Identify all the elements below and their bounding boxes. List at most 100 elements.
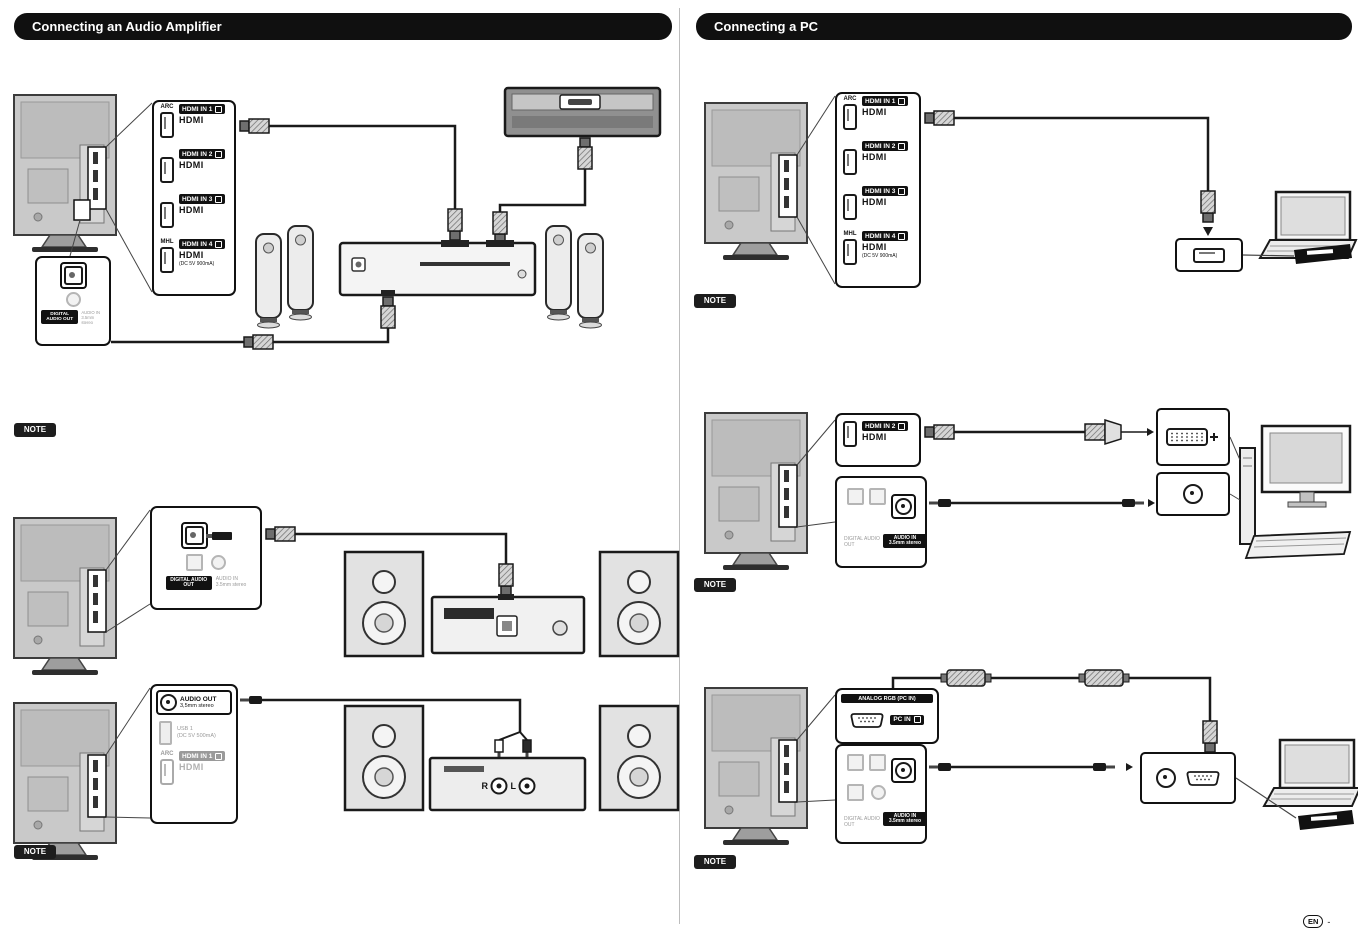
optical-cable-connector bbox=[243, 334, 274, 350]
plug-icon bbox=[898, 187, 906, 195]
plug-icon bbox=[215, 195, 223, 203]
optical-plug bbox=[498, 563, 514, 596]
diagram-pc-vga bbox=[704, 669, 1358, 846]
optical-port-highlight bbox=[59, 262, 87, 289]
port-icon bbox=[211, 555, 226, 570]
plug-icon bbox=[215, 150, 223, 158]
hdmi-in-3-port-icon bbox=[843, 194, 857, 220]
hdmi-logo: HDMI bbox=[862, 242, 887, 253]
hdmi-in-2-chip: HDMI IN 2 bbox=[862, 141, 909, 152]
digital-audio-out-chip: DIGITAL AUDIO OUT bbox=[41, 310, 79, 324]
note-badge: NOTE bbox=[694, 294, 736, 308]
hdmi-logo: HDMI bbox=[179, 250, 204, 261]
tv-audio-port-highlight bbox=[73, 199, 91, 221]
laptop-port-strip bbox=[1298, 810, 1354, 830]
plug-icon bbox=[898, 232, 906, 240]
hdmi-logo: HDMI bbox=[179, 115, 204, 126]
arc-label: ARC bbox=[160, 104, 174, 110]
amplifier-unit: R L bbox=[428, 756, 587, 812]
audio-cable bbox=[262, 698, 522, 732]
optical-plug-icon bbox=[205, 531, 232, 540]
rca-plug-dark bbox=[522, 739, 532, 759]
digital-audio-out-label: DIGITAL AUDIO OUT bbox=[844, 816, 880, 828]
plug-icon bbox=[215, 752, 223, 760]
hdmi-cable-connector bbox=[924, 110, 955, 126]
audio-port-icon bbox=[1183, 484, 1203, 504]
optical-cable bbox=[111, 328, 390, 344]
speaker bbox=[343, 704, 425, 812]
hdmi-in-2-port-icon bbox=[843, 421, 857, 447]
audio-jack-plug bbox=[240, 696, 262, 704]
hdmi-in-2-chip: HDMI IN 2 bbox=[179, 149, 226, 160]
arrow-down-icon bbox=[1203, 227, 1213, 236]
surround-speaker bbox=[545, 225, 572, 321]
arc-label: ARC bbox=[160, 751, 174, 757]
port-icon bbox=[847, 754, 864, 771]
laptop-vga-audio-port-box bbox=[1140, 752, 1236, 804]
hdmi-in-3-port-icon bbox=[160, 202, 174, 228]
plug-icon bbox=[215, 105, 223, 113]
hdmi-in-2-port-icon bbox=[160, 157, 174, 183]
audio-in-port-icon bbox=[895, 498, 912, 515]
pc-hdmi-port-box bbox=[1175, 238, 1243, 272]
hdmi-logo: HDMI bbox=[862, 197, 887, 208]
diagram-av-amplifier-hdmi bbox=[13, 86, 662, 350]
dvi-port-icon bbox=[1166, 428, 1218, 446]
hdmi-logo: HDMI bbox=[179, 160, 204, 171]
diagram-digital-audio bbox=[13, 509, 680, 676]
rca-left-label: L bbox=[511, 781, 517, 791]
vga-cable-connector bbox=[940, 669, 992, 687]
hdmi-in-3-chip: HDMI IN 3 bbox=[862, 186, 909, 197]
optical-port-icon bbox=[63, 266, 83, 285]
vga-cable-connector bbox=[1078, 669, 1130, 687]
plug-icon bbox=[898, 97, 906, 105]
audio-in-port-highlight bbox=[891, 494, 916, 519]
audio-out-port-icon bbox=[160, 694, 177, 711]
section-header-left: Connecting an Audio Amplifier bbox=[14, 13, 672, 40]
optical-cable-connector bbox=[265, 526, 296, 542]
hdmi-port-icon bbox=[1193, 247, 1225, 263]
laptop-port-strip bbox=[1294, 244, 1352, 264]
laptop bbox=[1262, 738, 1358, 808]
rca-plug-white bbox=[494, 739, 504, 759]
column-divider bbox=[679, 8, 680, 924]
plug-icon bbox=[215, 240, 223, 248]
arrow-right-icon bbox=[1147, 428, 1154, 436]
port-icon bbox=[847, 784, 864, 801]
hdmi-logo: HDMI bbox=[862, 432, 887, 443]
port-icon bbox=[871, 785, 886, 800]
tv-pc-in-callout: ANALOG RGB (PC IN) PC IN bbox=[835, 688, 939, 744]
dvd-player bbox=[503, 86, 662, 138]
section-header-right: Connecting a PC bbox=[696, 13, 1352, 40]
diagram-pc-hdmi bbox=[704, 95, 1358, 285]
audio-jack-plug bbox=[1122, 499, 1144, 507]
hdmi-plug bbox=[492, 211, 508, 244]
hdmi-logo: HDMI bbox=[862, 152, 887, 163]
audio-jack-plug bbox=[1093, 763, 1115, 771]
optical-cable bbox=[295, 532, 508, 564]
pc-in-chip: PC IN bbox=[890, 714, 924, 726]
port-icon bbox=[869, 754, 886, 771]
hdmi-in-1-port-icon bbox=[843, 104, 857, 130]
desktop-pc bbox=[1239, 424, 1352, 559]
arc-label: ARC bbox=[843, 96, 857, 102]
note-badge: NOTE bbox=[14, 845, 56, 859]
rca-right-label: R bbox=[482, 781, 489, 791]
arrow-right-icon bbox=[1126, 763, 1133, 771]
audio-system-unit bbox=[430, 594, 586, 655]
